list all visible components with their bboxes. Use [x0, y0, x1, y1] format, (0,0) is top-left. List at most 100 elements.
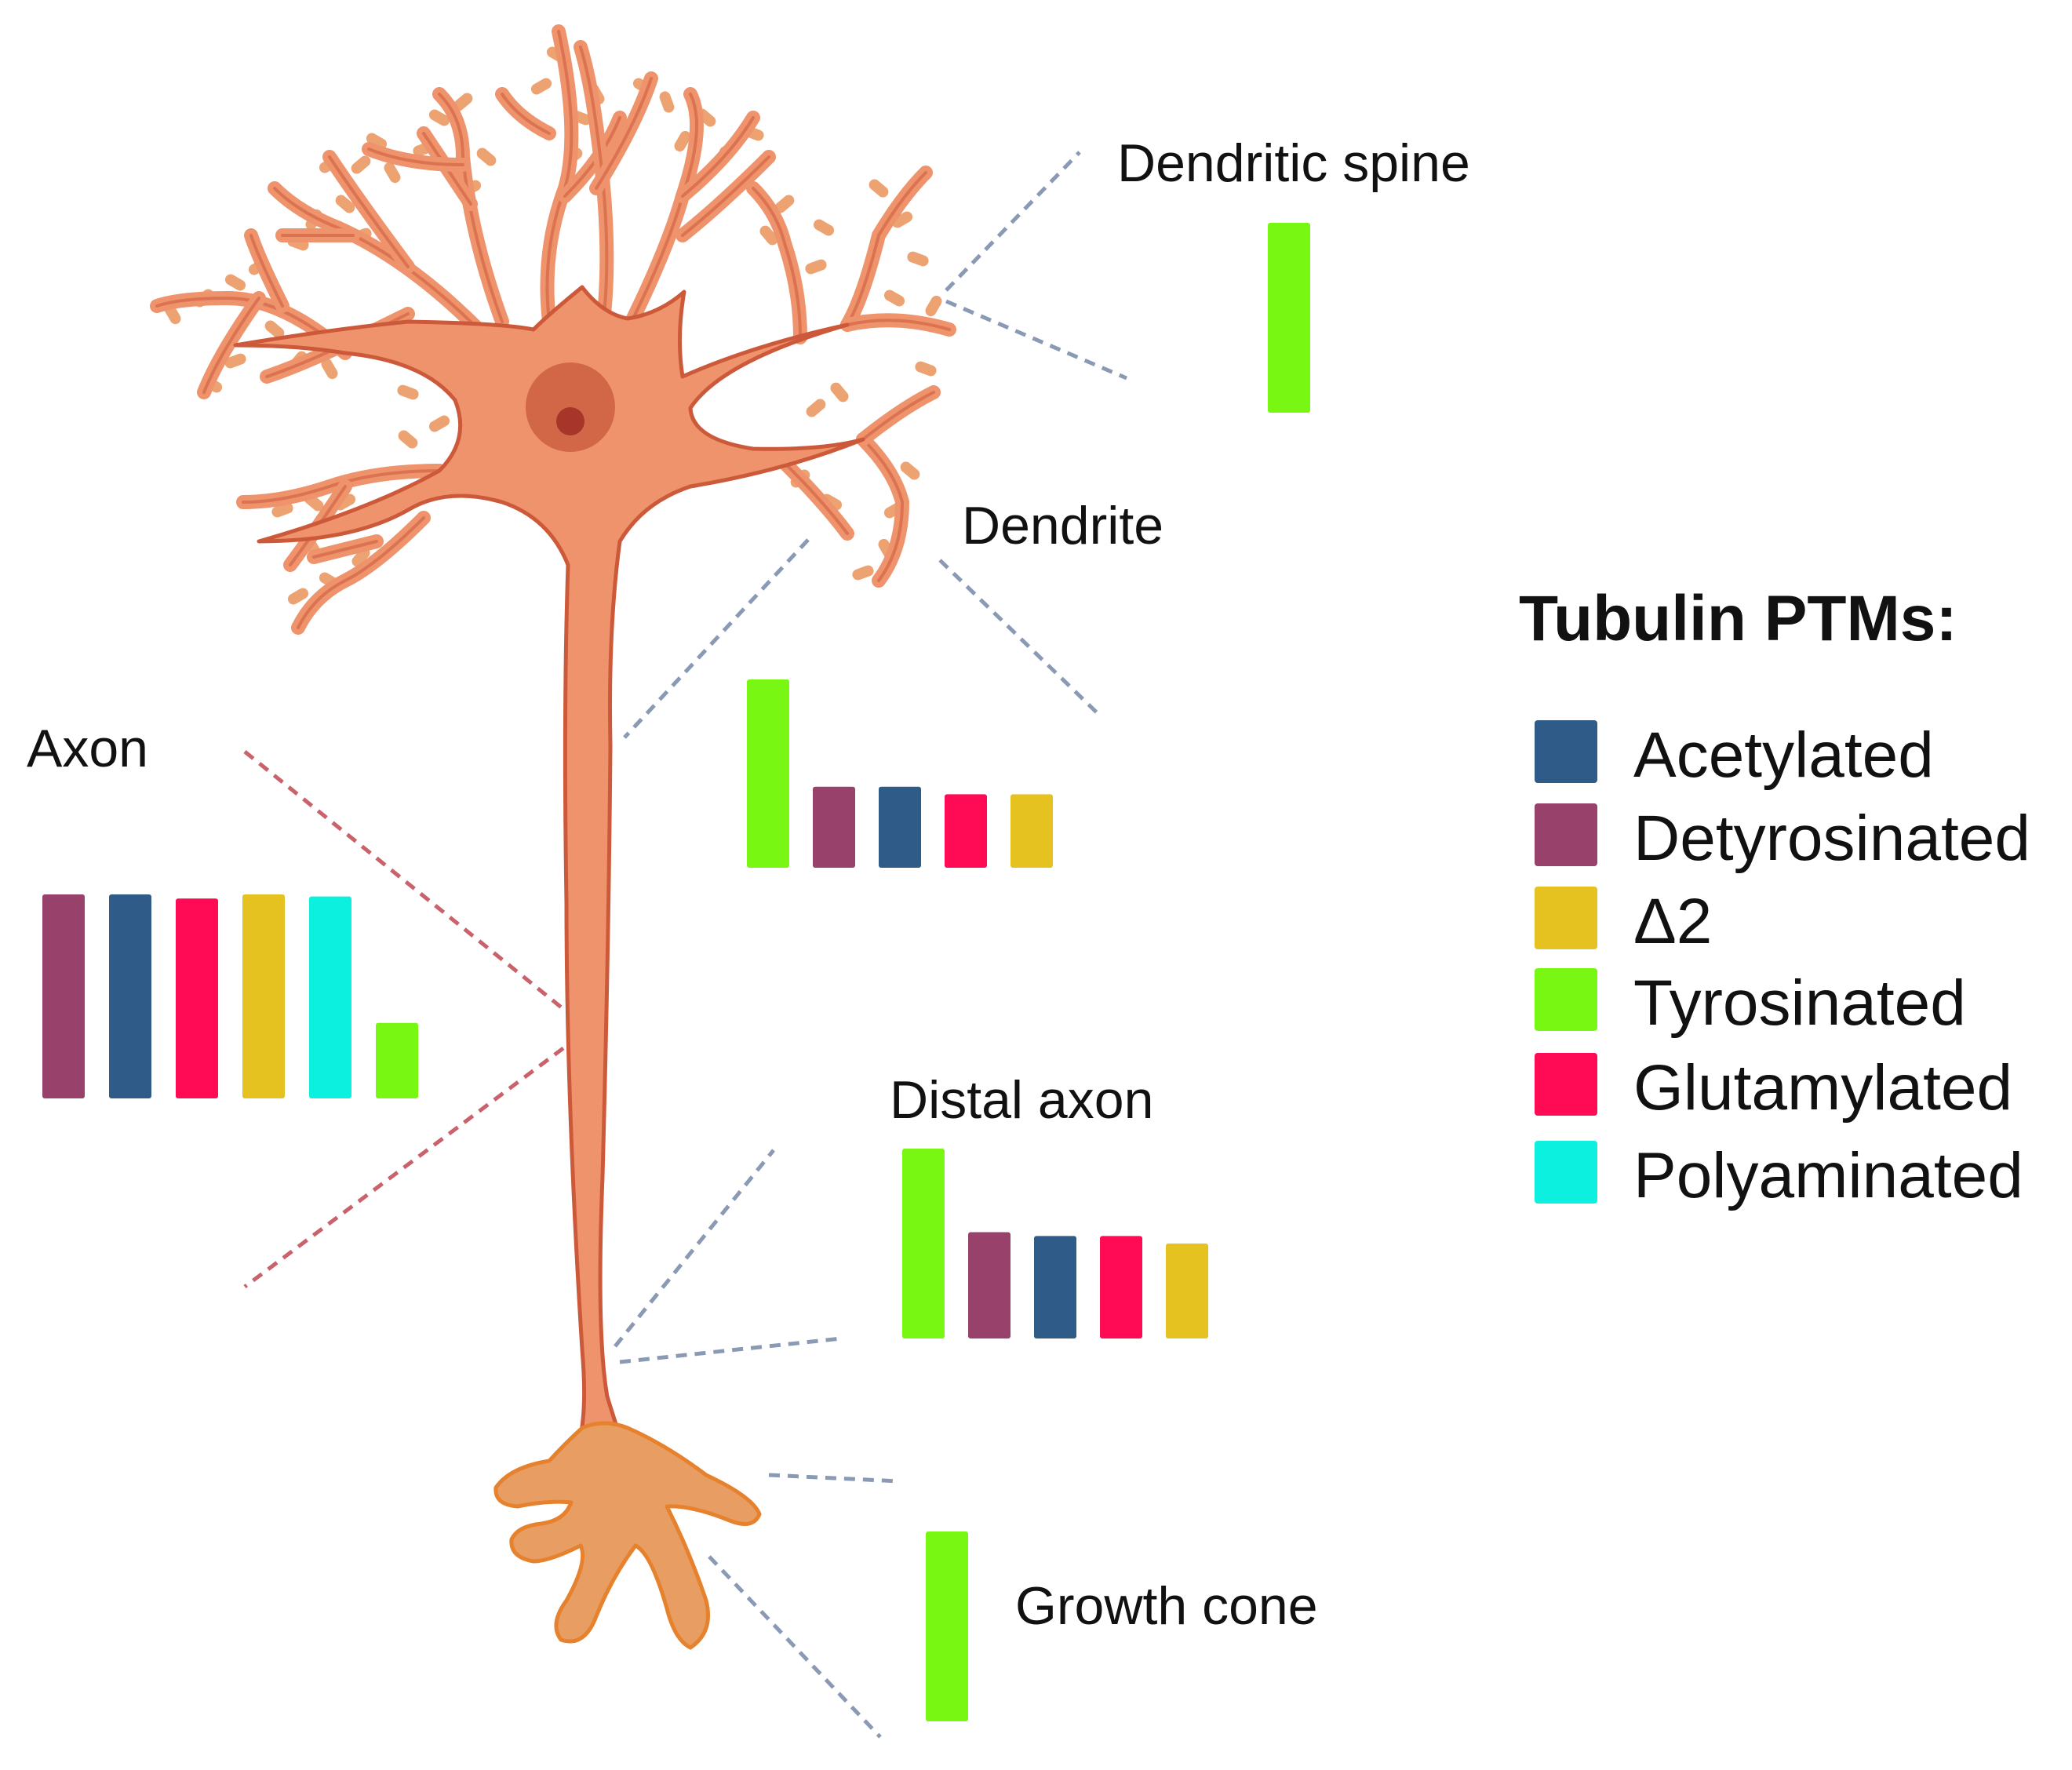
- dendritic-spine: [530, 78, 552, 95]
- dendritic-spine: [813, 219, 835, 236]
- legend-swatch: [1535, 1053, 1597, 1116]
- dendritic-spine: [351, 155, 371, 174]
- bar-polyaminated: [309, 896, 351, 1098]
- legend-swatch: [1535, 968, 1597, 1031]
- bar-detyrosinated: [42, 894, 85, 1098]
- dendrite-branch-outline-4: [595, 77, 653, 190]
- dendritic-spine: [351, 547, 370, 567]
- bar-detyrosinated: [968, 1232, 1011, 1338]
- dendrite-branch-outline-14: [155, 296, 347, 355]
- dendrite-branch-outline-12: [328, 155, 410, 268]
- legend-item: Δ2: [1535, 886, 2052, 957]
- dendrite-branch-5: [621, 87, 704, 337]
- dendrite-branch-outline-23: [783, 461, 849, 535]
- legend-item: Glutamylated: [1535, 1053, 2052, 1120]
- leader-line-8: [768, 1473, 900, 1484]
- legend-swatch: [1535, 720, 1597, 783]
- dendritic-spine: [476, 148, 497, 166]
- dendritic-spine: [759, 225, 778, 246]
- legend-item: Acetylated: [1535, 719, 2052, 791]
- dendrite-label: Dendrite: [962, 496, 1164, 555]
- bar-acetylated: [1034, 1236, 1076, 1338]
- dendrite-branch-outline-6: [681, 116, 755, 198]
- dendritic-spine: [224, 274, 246, 291]
- dendrite-branch-outline-2: [501, 93, 551, 135]
- dendritic-spine: [287, 588, 309, 605]
- bar-glutamylated: [176, 898, 218, 1098]
- bar-chart-1: [747, 679, 1053, 868]
- dendritic-spine: [925, 295, 942, 317]
- dendritic-spine: [398, 430, 418, 449]
- leader-line-2: [623, 538, 810, 739]
- dendrite-branch-outline-19: [846, 319, 951, 331]
- dendritic-spine: [830, 382, 849, 402]
- bar-chart-2: [42, 894, 418, 1098]
- dendritic-spine: [900, 461, 920, 480]
- bar-chart-3: [902, 1149, 1208, 1338]
- dendritic-spine: [366, 133, 388, 150]
- legend-label: Detyrosinated: [1633, 803, 2030, 874]
- dendrite-branch-outline-24: [242, 469, 441, 504]
- bar-chart-4: [926, 1531, 968, 1721]
- dendritic-spine: [774, 195, 795, 213]
- legend-label: Tyrosinated: [1633, 967, 1966, 1039]
- legend-title: Tubulin PTMs:: [1519, 583, 1957, 654]
- leader-line-9: [708, 1555, 882, 1739]
- soma-and-axon: [233, 285, 865, 1438]
- dendrite-branch-outline-8: [438, 93, 504, 323]
- dendrite-branch-20: [746, 181, 807, 344]
- legend-item: Polyaminated: [1535, 1140, 2052, 1211]
- bar-tyrosinated: [926, 1531, 968, 1721]
- bar-chart-0: [1268, 223, 1310, 413]
- dendritic-spine: [659, 91, 675, 113]
- legend-item: Tyrosinated: [1535, 967, 2052, 1039]
- bar--2: [1011, 794, 1053, 868]
- dendrite-branch-outline-3: [579, 46, 609, 315]
- dendritic-spine: [907, 251, 929, 267]
- dendrite-branch-outline-21: [861, 438, 905, 582]
- leader-line-6: [614, 1149, 775, 1348]
- dendritic-spine: [453, 93, 473, 111]
- dendritic-spine: [321, 358, 338, 380]
- leader-line-1: [945, 299, 1127, 381]
- dendrite-branch-outline-10: [367, 148, 464, 166]
- bar-detyrosinated: [813, 786, 855, 868]
- legend-item: Detyrosinated: [1535, 803, 2052, 874]
- dendrite-branch-outline-15: [249, 234, 284, 308]
- dendritic-spine: [397, 384, 419, 400]
- dendrite-branch-outline-26: [297, 516, 425, 629]
- legend-swatch: [1535, 1141, 1597, 1204]
- axon-label: Axon: [27, 719, 148, 778]
- dendrite-branch-outline-20: [752, 187, 802, 339]
- dendrite-branches: [150, 24, 956, 635]
- bar--2: [242, 894, 285, 1098]
- dendritic-spine: [224, 353, 246, 369]
- dendrite-branch-outline-16: [202, 297, 260, 394]
- dendritic-spine: [806, 399, 826, 417]
- legend-swatch: [1535, 887, 1597, 949]
- growth-cone: [493, 1421, 762, 1650]
- dendrite-branch-outline-22: [861, 391, 935, 441]
- leader-line-0: [945, 151, 1081, 292]
- growth-cone-label: Growth cone: [1015, 1576, 1318, 1636]
- distal-axon-label: Distal axon: [890, 1070, 1154, 1130]
- bar-tyrosinated: [1268, 223, 1310, 413]
- bar-acetylated: [109, 894, 151, 1098]
- legend-label: Δ2: [1633, 886, 1713, 957]
- legend-label: Polyaminated: [1633, 1140, 2023, 1211]
- leader-lines: [243, 151, 1127, 1739]
- leader-line-7: [619, 1336, 842, 1364]
- legend-label: Acetylated: [1633, 719, 1934, 791]
- bar-glutamylated: [945, 794, 987, 868]
- dendritic-spine: [883, 290, 905, 307]
- bar-tyrosinated: [376, 1022, 418, 1098]
- bar-acetylated: [879, 786, 921, 868]
- dendritic-spine: [868, 179, 889, 198]
- dendritic-spine: [891, 211, 913, 228]
- dendritic-spine: [805, 259, 827, 275]
- ptm-bar-charts: [42, 223, 1310, 1721]
- dendrite-branch-outline-7: [681, 155, 770, 237]
- nucleolus: [556, 407, 584, 435]
